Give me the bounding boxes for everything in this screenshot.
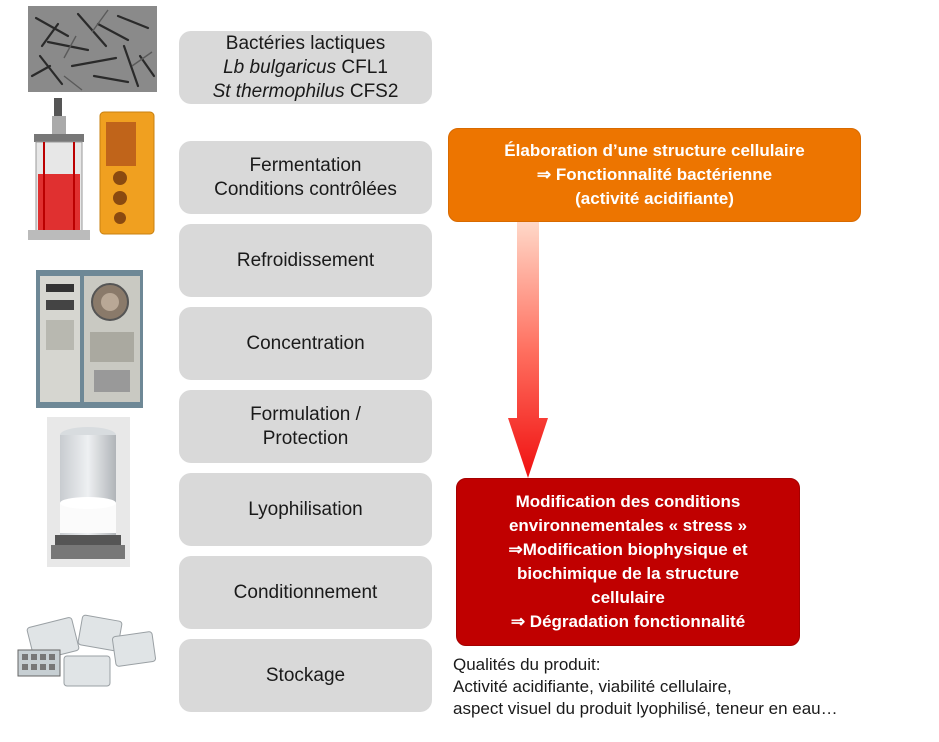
box-line: ⇒ Dégradation fonctionnalité — [510, 612, 746, 631]
box-line: biochimique de la structure — [517, 564, 739, 583]
powder-vial-icon — [47, 417, 130, 567]
step-label: Bactéries lactiques — [225, 32, 386, 54]
box-line: Élaboration d’une structure cellulaire — [504, 141, 805, 160]
qualities-line: Activité acidifiante, viabilité cellulai… — [453, 677, 732, 696]
strain-st-thermophilus: St thermophilus CFS2 — [213, 80, 399, 104]
step-label: Lyophilisation — [248, 498, 363, 520]
species-name: Lb bulgaricus — [223, 56, 337, 78]
strain-lb-bulgaricus: Lb bulgaricus CFL1 — [223, 56, 388, 80]
step-cooling: Refroidissement — [179, 224, 432, 297]
down-arrow-icon — [508, 222, 548, 478]
stress-modification-box: Modification des conditions environnemen… — [456, 478, 800, 646]
step-freeze-drying: Lyophilisation — [179, 473, 432, 546]
step-storage: Stockage — [179, 639, 432, 712]
micrograph-icon — [28, 6, 157, 92]
step-label: Refroidissement — [236, 249, 375, 271]
strain-code: CFS2 — [344, 80, 399, 102]
box-line: cellulaire — [591, 588, 665, 607]
step-label: Conditionnement — [233, 581, 378, 603]
bioreactor-icon — [28, 98, 155, 240]
step-sublabel: Conditions contrôlées — [214, 178, 397, 200]
box-line: (activité acidifiante) — [575, 189, 734, 208]
step-label: Fermentation — [249, 154, 362, 176]
step-label: Concentration — [246, 332, 365, 354]
qualities-line: aspect visuel du produit lyophilisé, ten… — [453, 699, 838, 718]
packaging-icon — [10, 602, 167, 702]
cell-structure-box: Élaboration d’une structure cellulaire ⇒… — [448, 128, 861, 222]
step-sublabel: Protection — [262, 427, 349, 449]
step-packaging: Conditionnement — [179, 556, 432, 629]
box-line: ⇒ Fonctionnalité bactérienne — [536, 165, 773, 184]
strain-code: CFL1 — [336, 56, 388, 78]
species-name: St thermophilus — [212, 80, 345, 102]
box-line: Modification des conditions — [515, 492, 741, 511]
step-formulation: Formulation / Protection — [179, 390, 432, 463]
box-line: environnementales « stress » — [508, 516, 748, 535]
freeze-dryer-icon — [36, 270, 143, 408]
step-label: Stockage — [265, 664, 346, 686]
step-label: Formulation / — [250, 403, 361, 425]
step-lactic-bacteria: Bactéries lactiques Lb bulgaricus CFL1 S… — [179, 31, 432, 104]
step-fermentation: Fermentation Conditions contrôlées — [179, 141, 432, 214]
step-concentration: Concentration — [179, 307, 432, 380]
box-line: ⇒Modification biophysique et — [508, 540, 748, 559]
qualities-title: Qualités du produit: — [453, 655, 601, 674]
product-qualities: Qualités du produit: Activité acidifiant… — [453, 654, 838, 720]
